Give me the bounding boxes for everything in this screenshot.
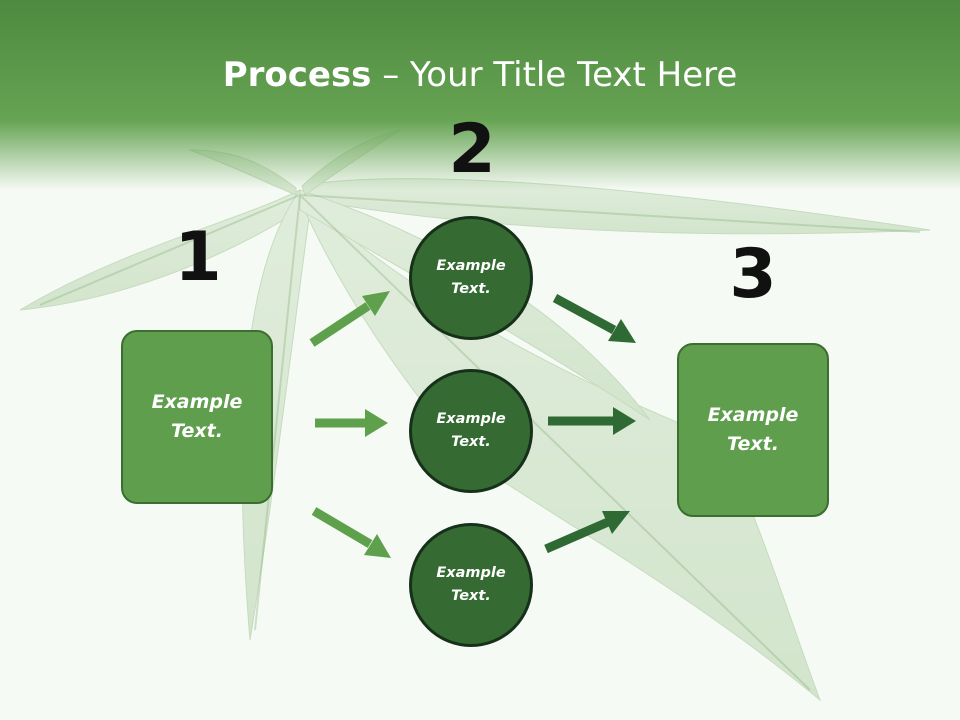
arrow-top-circle-to-box3 bbox=[552, 294, 636, 343]
arrow-bottom-circle-to-box3 bbox=[544, 511, 630, 554]
circle-top: Example Text. bbox=[409, 216, 533, 340]
circle-bottom-text: Example Text. bbox=[436, 565, 506, 604]
step-number-3: 3 bbox=[729, 235, 777, 314]
step-number-2: 2 bbox=[448, 110, 496, 189]
title-bold-text: Process bbox=[222, 55, 372, 95]
step-3-box: Example Text. bbox=[677, 343, 829, 517]
arrow-box1-to-top-circle bbox=[309, 291, 390, 347]
header-band bbox=[0, 0, 960, 190]
step-1-box-text: Example Text. bbox=[151, 391, 243, 442]
circle-top-text: Example Text. bbox=[436, 258, 506, 297]
step-3-box-text: Example Text. bbox=[707, 404, 799, 455]
circle-middle: Example Text. bbox=[409, 369, 533, 493]
step-number-1: 1 bbox=[174, 218, 222, 297]
slide-title: Process – Your Title Text Here bbox=[0, 52, 960, 98]
step-1-box: Example Text. bbox=[121, 330, 273, 504]
arrow-box1-to-bottom-circle bbox=[311, 507, 391, 558]
arrow-box1-to-middle-circle bbox=[315, 409, 388, 437]
arrow-middle-circle-to-box3 bbox=[548, 407, 636, 435]
circle-bottom: Example Text. bbox=[409, 523, 533, 647]
circle-middle-text: Example Text. bbox=[436, 411, 506, 450]
title-rest-text: – Your Title Text Here bbox=[371, 55, 738, 95]
